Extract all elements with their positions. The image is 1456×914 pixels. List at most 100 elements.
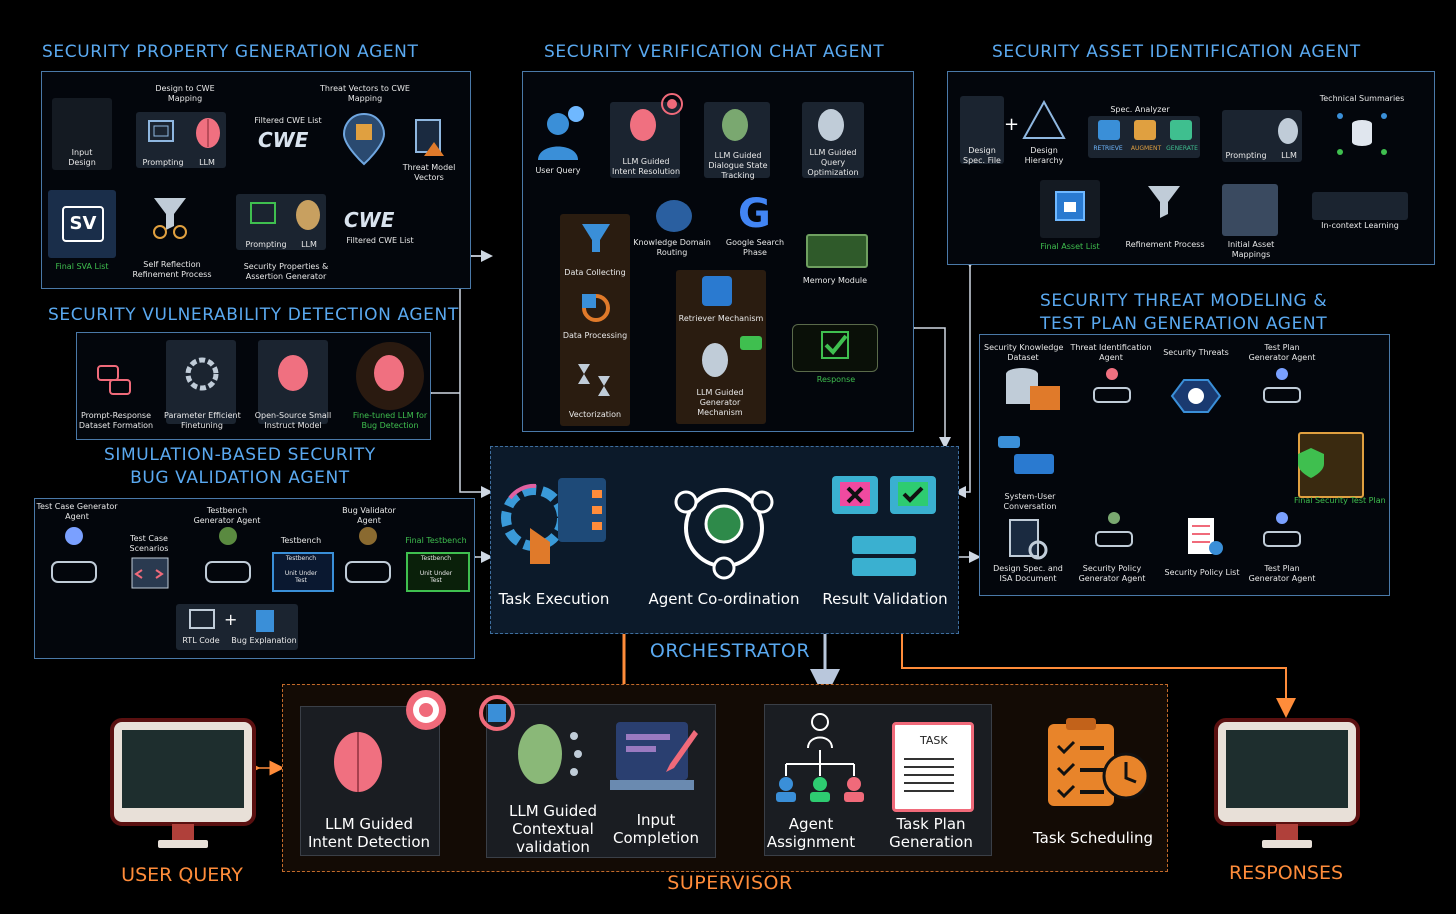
vuln-agent-title: SECURITY VULNERABILITY DETECTION AGENT [48,305,459,325]
hierarchy-pyramid-icon [1022,100,1066,139]
prompting-label-1: Prompting [142,158,184,167]
robot-icon-3 [1095,512,1133,547]
design-isa-label: Design Spec. and ISA Document [993,564,1063,583]
final-sva-label: Final SVA List [55,262,109,271]
sim-robot-icon-2 [205,527,251,583]
threat-agent-title: SECURITY THREAT MODELING & TEST PLAN GEN… [1040,291,1328,334]
augment-label: AUGMENT [1130,145,1162,152]
google-label: Google Search Phase [725,238,785,257]
finetuned-brain-icon [374,355,404,391]
query-opt-label: LLM Guided Query Optimization [807,148,859,177]
self-reflection-label: Self Reflection Refinement Process [132,260,212,279]
llm-label-2: LLM [301,240,317,249]
input-completion-icon [610,722,698,790]
vectorization-icon [578,364,610,396]
policy-agent-label: Security Policy Generator Agent [1078,564,1146,583]
agent-assignment-label: Agent Assignment [766,815,856,851]
design-hierarchy-label: Design Hierarchy [1024,146,1064,165]
brain-icon-2 [296,200,320,230]
user-query-title: USER QUERY [121,864,243,886]
response-monitor-icon [1214,718,1360,848]
vectorization-label: Vectorization [568,410,622,419]
final-tb-label: Final Testbench [405,536,467,545]
technical-summaries-label: Technical Summaries [1319,94,1405,103]
data-collecting-label: Data Collecting [564,268,626,277]
document-gear-icon [1009,519,1048,560]
orchestrator-label: ORCHESTRATOR [649,640,811,662]
tb-header-label: Testbench [285,555,317,562]
cwe-logo-2: CWE [344,208,395,232]
filtered-cwe-label-2: Filtered CWE List [346,236,414,245]
user-monitor-icon [110,718,256,848]
task-scheduling-label: Task Scheduling [1032,829,1154,847]
task-scheduling-icon [1048,718,1150,806]
asset-filter-icon [1148,186,1180,218]
assertion-gen-label: Security Properties & Assertion Generato… [243,262,329,281]
testbench-box [272,552,334,592]
final-testbench-box [406,552,470,592]
intent-label: LLM Guided Intent Resolution [611,157,681,176]
knowledge-label: Knowledge Domain Routing [633,238,711,257]
sim-robot-icon-1 [51,527,97,583]
design-spec-label: Design Spec. File [963,146,1001,165]
contextual-label: LLM Guided Contextual validation [509,802,597,856]
prompt-icon-2 [250,202,276,224]
user-query-icon [538,106,584,160]
task-execution-label: Task Execution [498,590,610,608]
task-badge: TASK [920,734,948,747]
threat-cwe-label: Threat Vectors to CWE Mapping [320,84,410,103]
search-icon [702,276,732,306]
input-design-label: Input Design [68,148,96,167]
chat-agent-title: SECURITY VERIFICATION CHAT AGENT [544,42,885,62]
tb-agent-label: Testbench Generator Agent [193,506,261,525]
brain-icon [196,118,220,148]
brain-icon-query [818,109,844,141]
incontext-tile [1312,192,1408,220]
data-processing-label: Data Processing [562,331,628,340]
rtl-code-icon [189,609,215,629]
threat-id-label: Threat Identification Agent [1070,343,1152,362]
data-collecting-icon [582,224,610,252]
asset-brain-icon [1278,118,1298,144]
initial-asset-label: Initial Asset Mappings [1227,240,1275,259]
peft-label: Parameter Efficient Finetuning [164,411,241,430]
memory-label: Memory Module [802,276,868,285]
dialogue-label: LLM Guided Dialogue State Tracking [708,151,768,180]
final-tb-header-label: Testbench [420,555,452,562]
database-icon [1006,368,1060,410]
skull-shield-icon [1170,379,1222,413]
oss-brain-icon [278,355,308,391]
sv-chip-icon: SV [62,206,104,242]
plus-sign: + [1004,114,1020,135]
orchestrator-to-responses-arrow [901,608,1296,718]
robot-icon-1 [1093,368,1131,403]
supervisor-label: SUPERVISOR [667,872,793,894]
brain-icon-generator [702,343,728,377]
asset-agent-panel [947,71,1435,265]
dataset-formation-label: Prompt-Response Dataset Formation [78,411,154,430]
conversation-icon [998,436,1054,474]
chip-lock-icon [1055,191,1085,221]
final-plan-label: Final Security Test Plan [1294,496,1386,505]
property-agent-title: SECURITY PROPERTY GENERATION AGENT [42,42,419,62]
spec-analyzer-label: Spec. Analyzer [1110,105,1170,114]
result-validation-label: Result Validation [822,590,948,608]
sim-agent-title: SIMULATION-BASED SECURITY BUG VALIDATION… [104,445,376,488]
tp-agent-label-2: Test Plan Generator Agent [1248,564,1316,583]
response-label: Response [816,375,856,384]
target-icon-supervisor [406,690,446,730]
bug-expl-label: Bug Explanation [231,636,297,645]
knowledge-ds-label: Security Knowledge Dataset [984,343,1064,362]
bug-agent-label: Bug Validator Agent [342,506,396,525]
contextual-brain-icon [518,724,582,784]
augment-icon [1134,120,1156,140]
tp-agent-label-1: Test Plan Generator Agent [1248,343,1316,362]
gear-hand-icon [185,357,219,391]
checkmark-icon [821,331,849,359]
finetuned-label: Fine-tuned LLM for Bug Detection [352,411,428,430]
refinement-label: Refinement Process [1125,240,1205,249]
code-window-icon [131,557,169,589]
asset-prompting-label: Prompting [1225,151,1267,160]
generate-label: GENERATE [1166,145,1198,152]
uut-label: Unit Under Test [284,570,318,584]
